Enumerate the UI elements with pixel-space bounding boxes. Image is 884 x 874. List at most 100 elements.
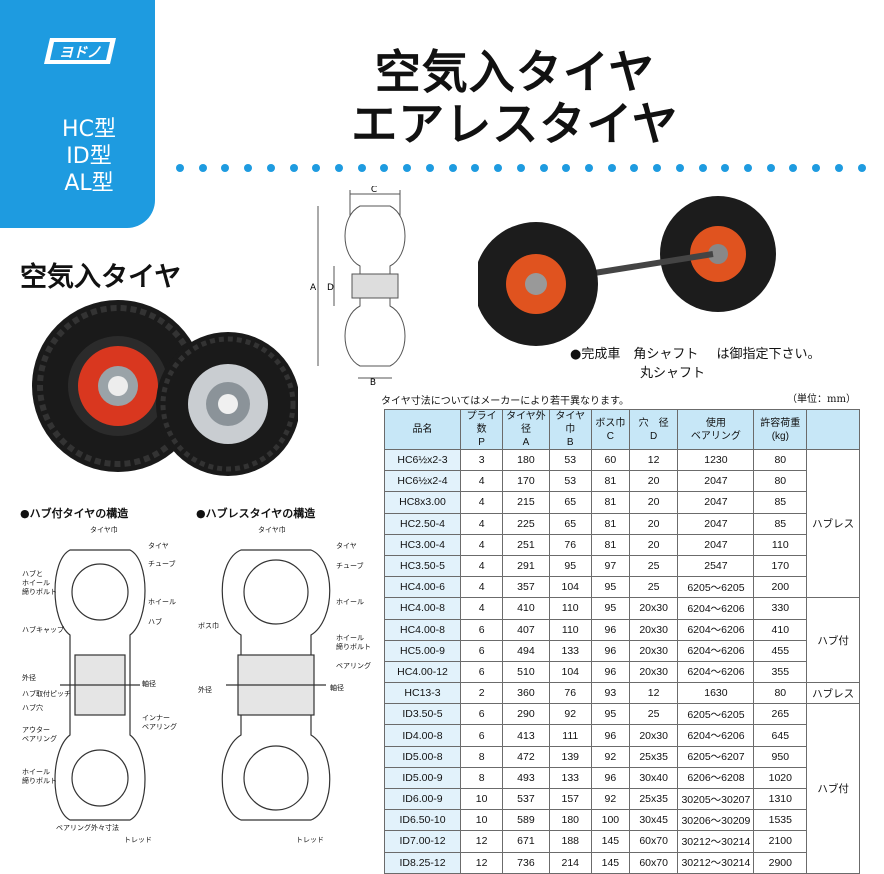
table-cell: 4 [459, 554, 504, 578]
table-cell: 1535 [753, 809, 808, 832]
title-line-1: 空気入タイヤ [374, 45, 656, 99]
hub-label-wheel-3: ホイール [22, 768, 50, 776]
table-cell: 81 [590, 512, 630, 535]
hubless-structure-title: ●ハブレスタイヤの構造 [196, 507, 316, 520]
size-note: タイヤ寸法についてはメーカーにより若干異なります。 [381, 396, 629, 407]
table-cell: 20x30 [628, 597, 679, 620]
hubless-tire-cross-section: タイヤ巾 タイヤ チューブ ホイール ボス巾 ホイール 締りボルト ベアリング … [198, 525, 371, 844]
col-header-type [806, 409, 860, 450]
table-cell: 413 [502, 724, 550, 747]
model-id: ID型 [66, 144, 112, 169]
table-cell-model: HC6½x2-4 [384, 470, 461, 493]
page-title: 空気入タイヤ エアレスタイヤ [330, 46, 700, 150]
table-cell-model: ID6.50-10 [384, 809, 461, 832]
table-cell: 20x30 [628, 618, 679, 641]
table-cell: 80 [753, 448, 808, 472]
table-cell: 1020 [753, 766, 808, 790]
table-cell: 2100 [753, 830, 808, 853]
table-cell: 30212〜30214 [677, 851, 755, 874]
table-cell: 139 [548, 745, 592, 768]
table-cell: 96 [590, 618, 630, 641]
table-cell-model: HC5.00-9 [384, 639, 461, 662]
table-cell: 81 [590, 533, 630, 556]
title-line-2: エアレスタイヤ [351, 97, 679, 151]
table-cell: 3 [459, 448, 504, 472]
table-cell: 53 [548, 470, 592, 493]
table-cell: 60x70 [628, 851, 679, 874]
table-cell: 6 [459, 618, 504, 641]
table-cell: 265 [753, 703, 808, 726]
hubless-label-wheel: ホイール [336, 598, 364, 606]
table-cell-model: HC4.00-12 [384, 660, 461, 684]
table-cell: 85 [753, 491, 808, 514]
table-cell: 12 [628, 448, 679, 472]
table-cell: 214 [548, 851, 592, 874]
brand-panel: ヨドノ HC型 ID型 AL型 [0, 0, 155, 228]
table-cell: 96 [590, 724, 630, 747]
table-cell-type: ハブ付 [806, 597, 860, 684]
table-cell: 92 [548, 703, 592, 726]
table-cell: 6 [459, 703, 504, 726]
table-cell: 25 [628, 703, 679, 726]
table-cell: 180 [502, 448, 550, 472]
table-cell: 4 [459, 491, 504, 514]
brand-logo: ヨドノ [44, 38, 116, 64]
tire-silver-rim [156, 332, 298, 476]
table-cell: 25 [628, 576, 679, 599]
table-cell: 95 [590, 576, 630, 599]
table-cell: 30x40 [628, 766, 679, 790]
table-cell: 291 [502, 554, 550, 578]
table-cell: 645 [753, 724, 808, 747]
table-cell: 170 [502, 470, 550, 493]
hub-label-inner: インナー [142, 714, 170, 722]
table-cell: 133 [548, 766, 592, 790]
table-cell: 4 [459, 597, 504, 620]
table-cell-model: ID7.00-12 [384, 830, 461, 853]
table-cell: 25 [628, 554, 679, 578]
assembly-caption: ●完成車 角シャフト は御指定下さい。 丸シャフト [570, 343, 850, 381]
table-cell: 4 [459, 533, 504, 556]
table-cell: 410 [502, 597, 550, 620]
model-list: HC型 ID型 AL型 [50, 116, 128, 197]
table-cell: 20 [628, 491, 679, 514]
hub-label-pitch: ハブ取付ピッチ [22, 689, 71, 698]
table-cell: 357 [502, 576, 550, 599]
hub-label-tire-width: タイヤ巾 [90, 525, 118, 534]
table-cell: 20 [628, 533, 679, 556]
brand-logo-text: ヨドノ [59, 45, 102, 61]
table-cell: 6206〜6208 [677, 766, 755, 790]
hub-label-hub-hole: ハブ穴 [22, 703, 43, 712]
dim-a-label: A [310, 283, 317, 293]
hubless-label-tire: タイヤ [336, 541, 357, 550]
table-cell: 1630 [677, 682, 755, 705]
table-cell: 25x35 [628, 787, 679, 811]
table-cell: 10 [459, 787, 504, 811]
table-cell: 200 [753, 576, 808, 599]
table-cell: 104 [548, 576, 592, 599]
table-cell-model: HC2.50-4 [384, 512, 461, 535]
axle-assembly-photo [478, 196, 776, 346]
table-cell: 6 [459, 724, 504, 747]
table-cell: 671 [502, 830, 550, 853]
caption-suffix: は御指定下さい。 [716, 347, 821, 362]
table-cell: 12 [459, 851, 504, 874]
table-cell-type: ハブレス [806, 682, 860, 705]
hub-tire-cross-section: タイヤ巾 タイヤ チューブ ハブと ホイール 締りボルト ホイール ハブキャップ… [22, 525, 177, 844]
table-cell: 76 [548, 533, 592, 556]
table-cell: 2047 [677, 512, 755, 535]
table-cell-model: HC13-3 [384, 682, 461, 705]
table-cell: 494 [502, 639, 550, 662]
table-cell: 110 [548, 618, 592, 641]
dim-c-label: C [371, 186, 377, 195]
table-cell-model: ID5.00-8 [384, 745, 461, 768]
table-cell: 60x70 [628, 830, 679, 853]
